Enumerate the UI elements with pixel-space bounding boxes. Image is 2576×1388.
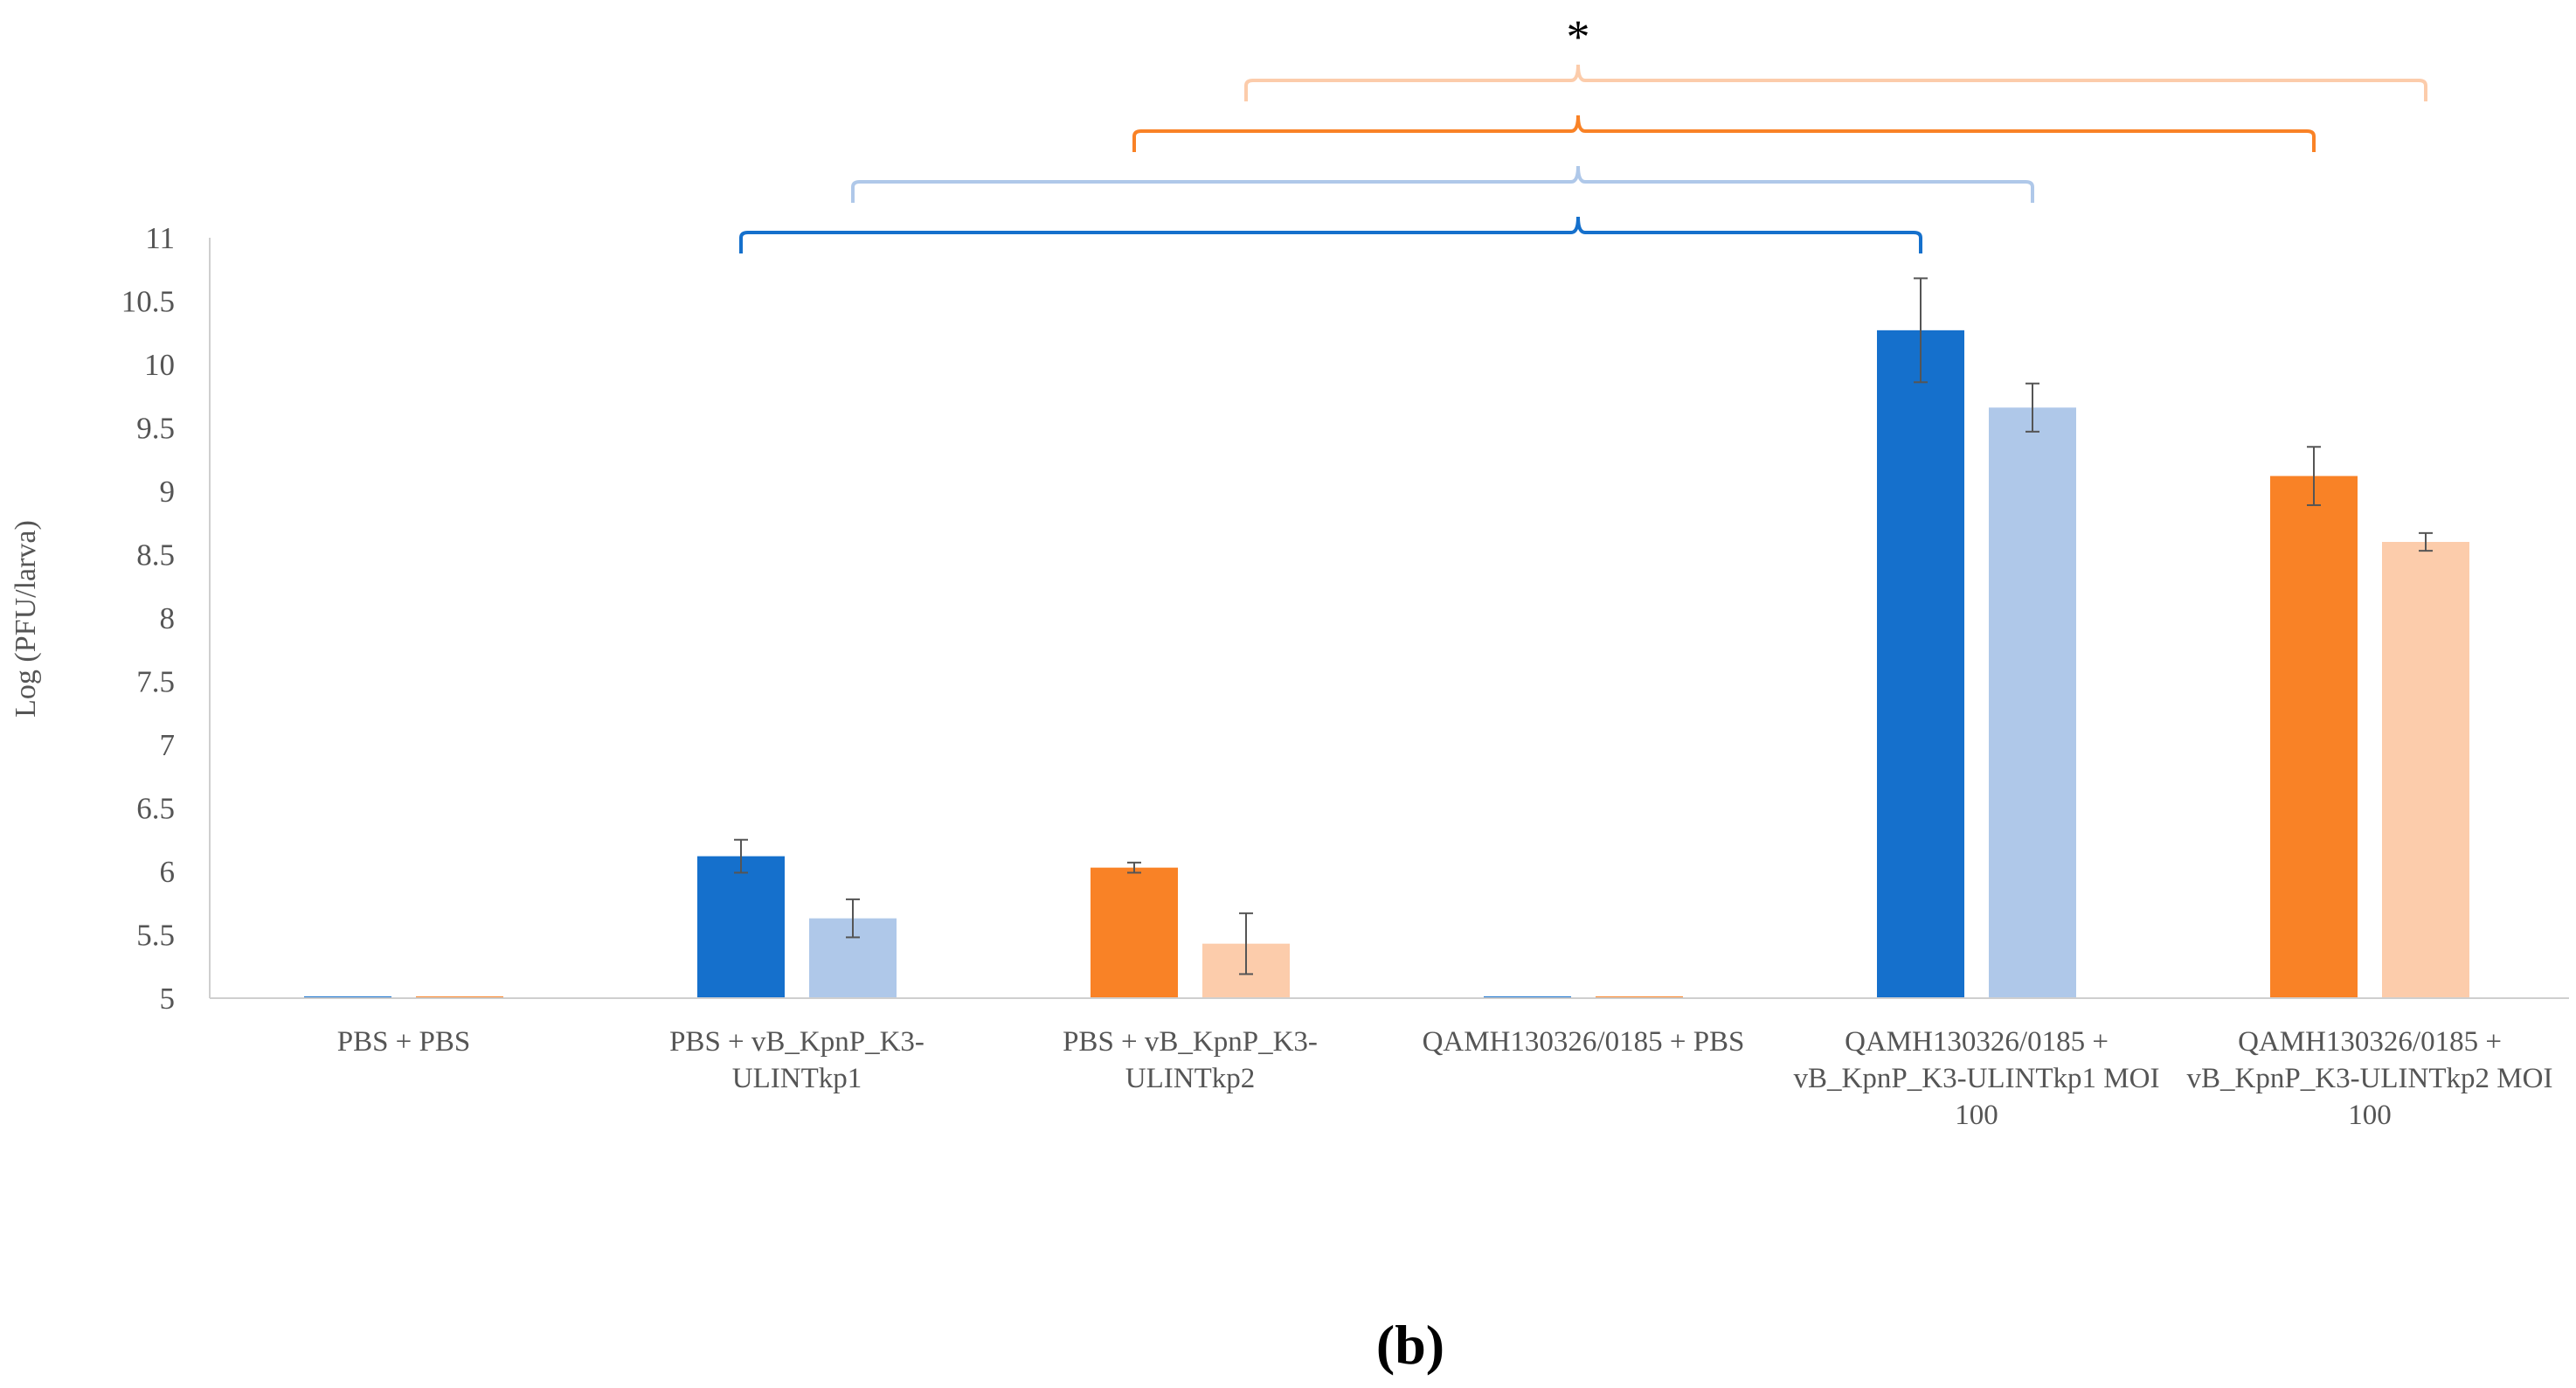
bar [2270,475,2358,998]
x-tick-label: QAMH130326/0185 + PBS [1423,1026,1745,1058]
bar [2382,542,2469,998]
x-tick-label: PBS + PBS [337,1026,471,1058]
error-bar [2307,446,2321,506]
error-bar [1914,277,1928,384]
y-tick-label: 10 [144,348,175,382]
y-tick-label: 8.5 [136,538,175,573]
y-axis-ticks: 5 5.5 6 6.5 7 7.5 8 8.5 9 9.5 10 10.5 11 [121,221,175,1016]
x-tick-label: QAMH130326/0185 +vB_KpnP_K3-ULINTkp2 MOI… [2187,1026,2553,1131]
bar [1877,330,1964,999]
y-tick-label: 7 [160,728,176,762]
error-bar [1239,912,1253,975]
error-bar [1127,861,1141,874]
x-tick-label: PBS + vB_KpnP_K3-ULINTkp1 [669,1026,924,1094]
significance-brackets [739,64,2427,253]
y-tick-label: 11 [145,221,175,255]
y-tick-label: 5 [160,982,176,1016]
y-tick-label: 6 [160,855,176,889]
y-tick-label: 8 [160,601,176,635]
y-tick-label: 9 [160,475,176,509]
y-tick-label: 6.5 [136,792,175,826]
significance-bracket [739,216,1922,253]
significance-bracket [1132,115,2316,152]
bar [1091,867,1178,998]
bar [697,856,785,998]
error-bar [846,898,860,939]
x-tick-label: QAMH130326/0185 +vB_KpnP_K3-ULINTkp1 MOI… [1794,1026,2160,1131]
y-tick-label: 5.5 [136,919,175,953]
significance-label: * [1567,10,1590,63]
significance-bracket [851,165,2034,203]
significance-bracket [1244,64,2427,101]
bar [1989,407,2076,998]
y-tick-label: 10.5 [121,285,175,319]
error-bar [2025,382,2039,433]
panel-label: (b) [1376,1314,1444,1376]
bars [304,330,2469,999]
y-tick-label: 7.5 [136,665,175,699]
error-bars [734,277,2433,975]
x-tick-label: PBS + vB_KpnP_K3-ULINTkp2 [1063,1026,1318,1094]
y-tick-label: 9.5 [136,412,175,446]
error-bar [2419,531,2433,552]
y-axis-label: Log (PFU/larva) [10,520,42,718]
error-bar [734,838,748,874]
x-axis-category-labels: PBS + PBS PBS + vB_KpnP_K3-ULINTkp1 PBS + … [337,1026,2553,1131]
